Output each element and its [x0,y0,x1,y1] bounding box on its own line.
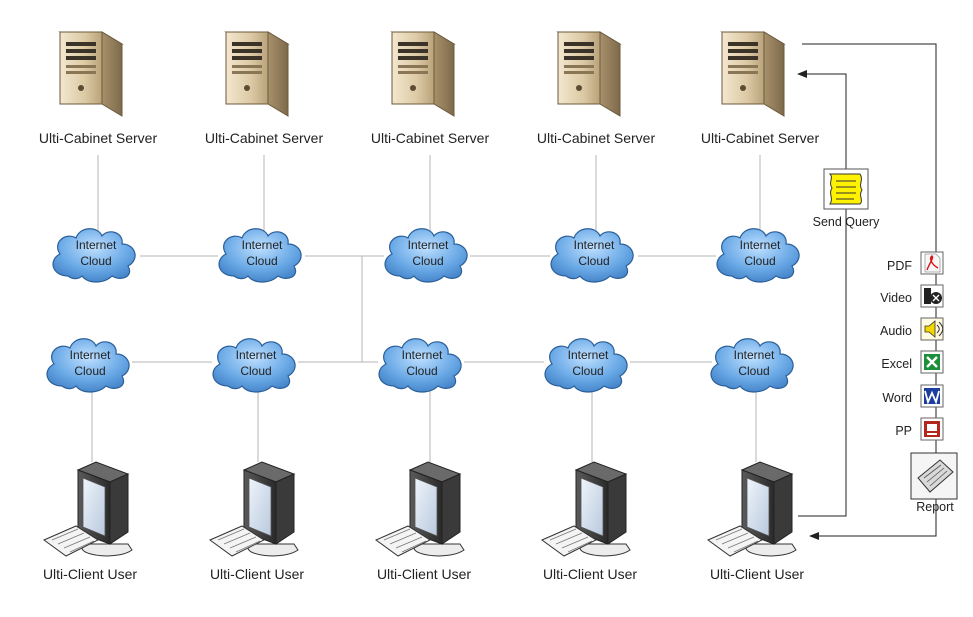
client-label: Ulti-Client User [543,566,637,582]
word-file-icon [920,384,944,408]
cloud-bottom-1: Internet Cloud [46,338,130,393]
report-label: Report [916,500,954,514]
send-query-label: Send Query [813,215,880,229]
server-icon [59,31,123,117]
cloud-label-line2: Cloud [744,254,775,268]
format-audio: Audio [880,317,944,341]
cloud-top-5: Internet Cloud [716,228,800,283]
cloud-bottom-5: Internet Cloud [710,338,794,393]
cloud-top-2: Internet Cloud [218,228,302,283]
cloud-label-line1: Internet [740,238,781,252]
computer-icon [707,461,797,557]
excel-file-icon [920,350,944,374]
report: Report [910,452,958,514]
computer-icon [209,461,299,557]
server-icon [225,31,289,117]
format-video: Video [880,284,944,308]
server-label: Ulti-Cabinet Server [371,130,490,146]
cloud-label-line2: Cloud [240,364,271,378]
client-label: Ulti-Client User [210,566,304,582]
cloud-label-line2: Cloud [246,254,277,268]
client-1: Ulti-Client User [43,461,137,582]
computer-icon [43,461,133,557]
client-2: Ulti-Client User [209,461,304,582]
powerpoint-file-icon [920,417,944,441]
client-label: Ulti-Client User [377,566,471,582]
cloud-label-line2: Cloud [738,364,769,378]
cloud-label-line2: Cloud [412,254,443,268]
client-label: Ulti-Client User [710,566,804,582]
server-label: Ulti-Cabinet Server [537,130,656,146]
audio-speaker-icon [920,317,944,341]
cloud-top-3: Internet Cloud [384,228,468,283]
video-file-icon [920,284,944,308]
cloud-label-line1: Internet [408,238,449,252]
cloud-top-1: Internet Cloud [52,228,136,283]
pdf-file-icon [920,251,944,275]
format-label: Word [882,391,912,405]
cloud-label-line1: Internet [236,348,277,362]
computer-icon [541,461,631,557]
format-pdf: PDF [887,251,944,275]
format-label: PP [895,424,912,438]
client-3: Ulti-Client User [375,461,471,582]
server-3: Ulti-Cabinet Server [371,31,490,146]
computer-icon [375,461,465,557]
server-icon [557,31,621,117]
cloud-label-line1: Internet [734,348,775,362]
cloud-label-line2: Cloud [406,364,437,378]
server-icon [391,31,455,117]
format-label: PDF [887,259,912,273]
cloud-label-line1: Internet [402,348,443,362]
client-4: Ulti-Client User [541,461,637,582]
send-query: Send Query [813,168,880,229]
format-word: Word [882,384,944,408]
cloud-label-line1: Internet [242,238,283,252]
server-5: Ulti-Cabinet Server [701,31,820,146]
format-label: Excel [881,357,912,371]
cloud-label-line2: Cloud [572,364,603,378]
server-icon [721,31,785,117]
cloud-label-line1: Internet [574,238,615,252]
server-label: Ulti-Cabinet Server [701,130,820,146]
server-label: Ulti-Cabinet Server [205,130,324,146]
format-pp: PP [895,417,944,441]
cloud-bottom-2: Internet Cloud [212,338,296,393]
cloud-label-line1: Internet [76,238,117,252]
query-document-icon [823,168,869,210]
cloud-label-line2: Cloud [578,254,609,268]
connector-lines [91,155,761,462]
cloud-label-line1: Internet [568,348,609,362]
cloud-label-line2: Cloud [74,364,105,378]
cloud-bottom-3: Internet Cloud [378,338,462,393]
server-2: Ulti-Cabinet Server [205,31,324,146]
format-excel: Excel [881,350,944,374]
cloud-label-line2: Cloud [80,254,111,268]
server-label: Ulti-Cabinet Server [39,130,158,146]
format-label: Audio [880,324,912,338]
client-label: Ulti-Client User [43,566,137,582]
format-label: Video [880,291,912,305]
client-5: Ulti-Client User [707,461,804,582]
cloud-bottom-4: Internet Cloud [544,338,628,393]
server-1: Ulti-Cabinet Server [39,31,158,146]
cloud-top-4: Internet Cloud [550,228,634,283]
server-4: Ulti-Cabinet Server [537,31,656,146]
cloud-label-line1: Internet [70,348,111,362]
report-document-icon [910,452,958,500]
